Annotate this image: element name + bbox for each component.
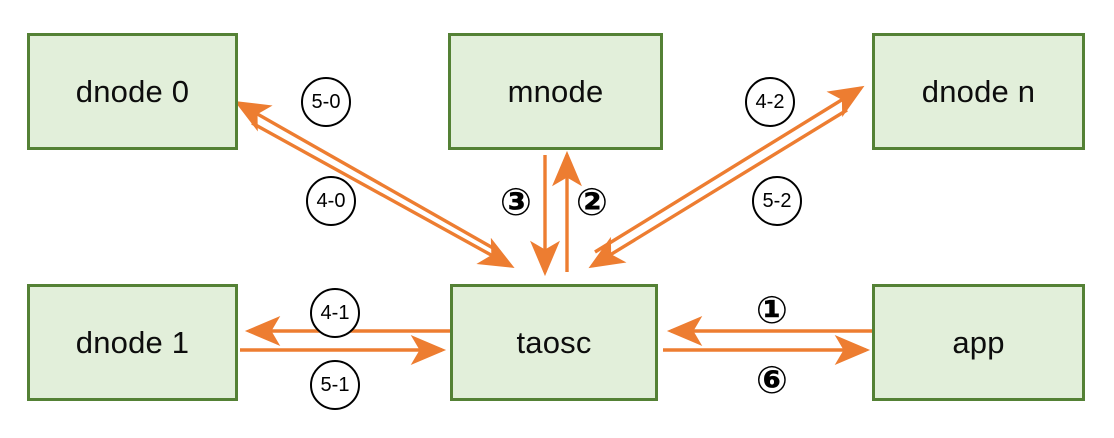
- edge-badge-5-2[interactable]: 5-2: [752, 176, 802, 226]
- node-label-dnode1: dnode 1: [75, 325, 190, 360]
- edge-badge-6[interactable]: ⑥: [748, 358, 796, 402]
- node-mnode[interactable]: mnode: [448, 33, 663, 150]
- node-label-taosc: taosc: [516, 325, 592, 360]
- edge-badge-label-3: ③: [499, 180, 533, 224]
- edge-badge-label-6: ⑥: [755, 358, 789, 402]
- node-dnode1[interactable]: dnode 1: [27, 284, 238, 401]
- edge-badge-5-0[interactable]: 5-0: [301, 77, 351, 127]
- edge-badge-label-4-1: 4-1: [320, 302, 350, 324]
- node-taosc[interactable]: taosc: [450, 284, 658, 401]
- edge-badge-label-2: ②: [575, 180, 609, 224]
- node-label-dnode0: dnode 0: [75, 74, 190, 109]
- node-dnode0[interactable]: dnode 0: [27, 33, 238, 150]
- edge-badge-3[interactable]: ③: [494, 180, 538, 224]
- edge-badge-label-5-0: 5-0: [311, 91, 341, 113]
- edge-badge-label-5-1: 5-1: [320, 374, 350, 396]
- edge-badge-5-1[interactable]: 5-1: [310, 360, 360, 410]
- node-dnoden[interactable]: dnode n: [872, 33, 1085, 150]
- edge-badge-label-4-0: 4-0: [316, 190, 346, 212]
- edge-badge-2[interactable]: ②: [570, 180, 614, 224]
- edge-badge-4-1[interactable]: 4-1: [310, 288, 360, 338]
- edge-badge-label-4-2: 4-2: [755, 91, 785, 113]
- edge-badge-label-1: ①: [755, 288, 789, 332]
- node-label-app: app: [952, 325, 1005, 360]
- edge-badge-4-2[interactable]: 4-2: [745, 77, 795, 127]
- edge-badge-1[interactable]: ①: [748, 288, 796, 332]
- node-label-mnode: mnode: [507, 74, 604, 109]
- edge-badge-label-5-2: 5-2: [762, 190, 792, 212]
- node-label-dnoden: dnode n: [921, 74, 1036, 109]
- edge-badge-4-0[interactable]: 4-0: [306, 176, 356, 226]
- node-app[interactable]: app: [872, 284, 1085, 401]
